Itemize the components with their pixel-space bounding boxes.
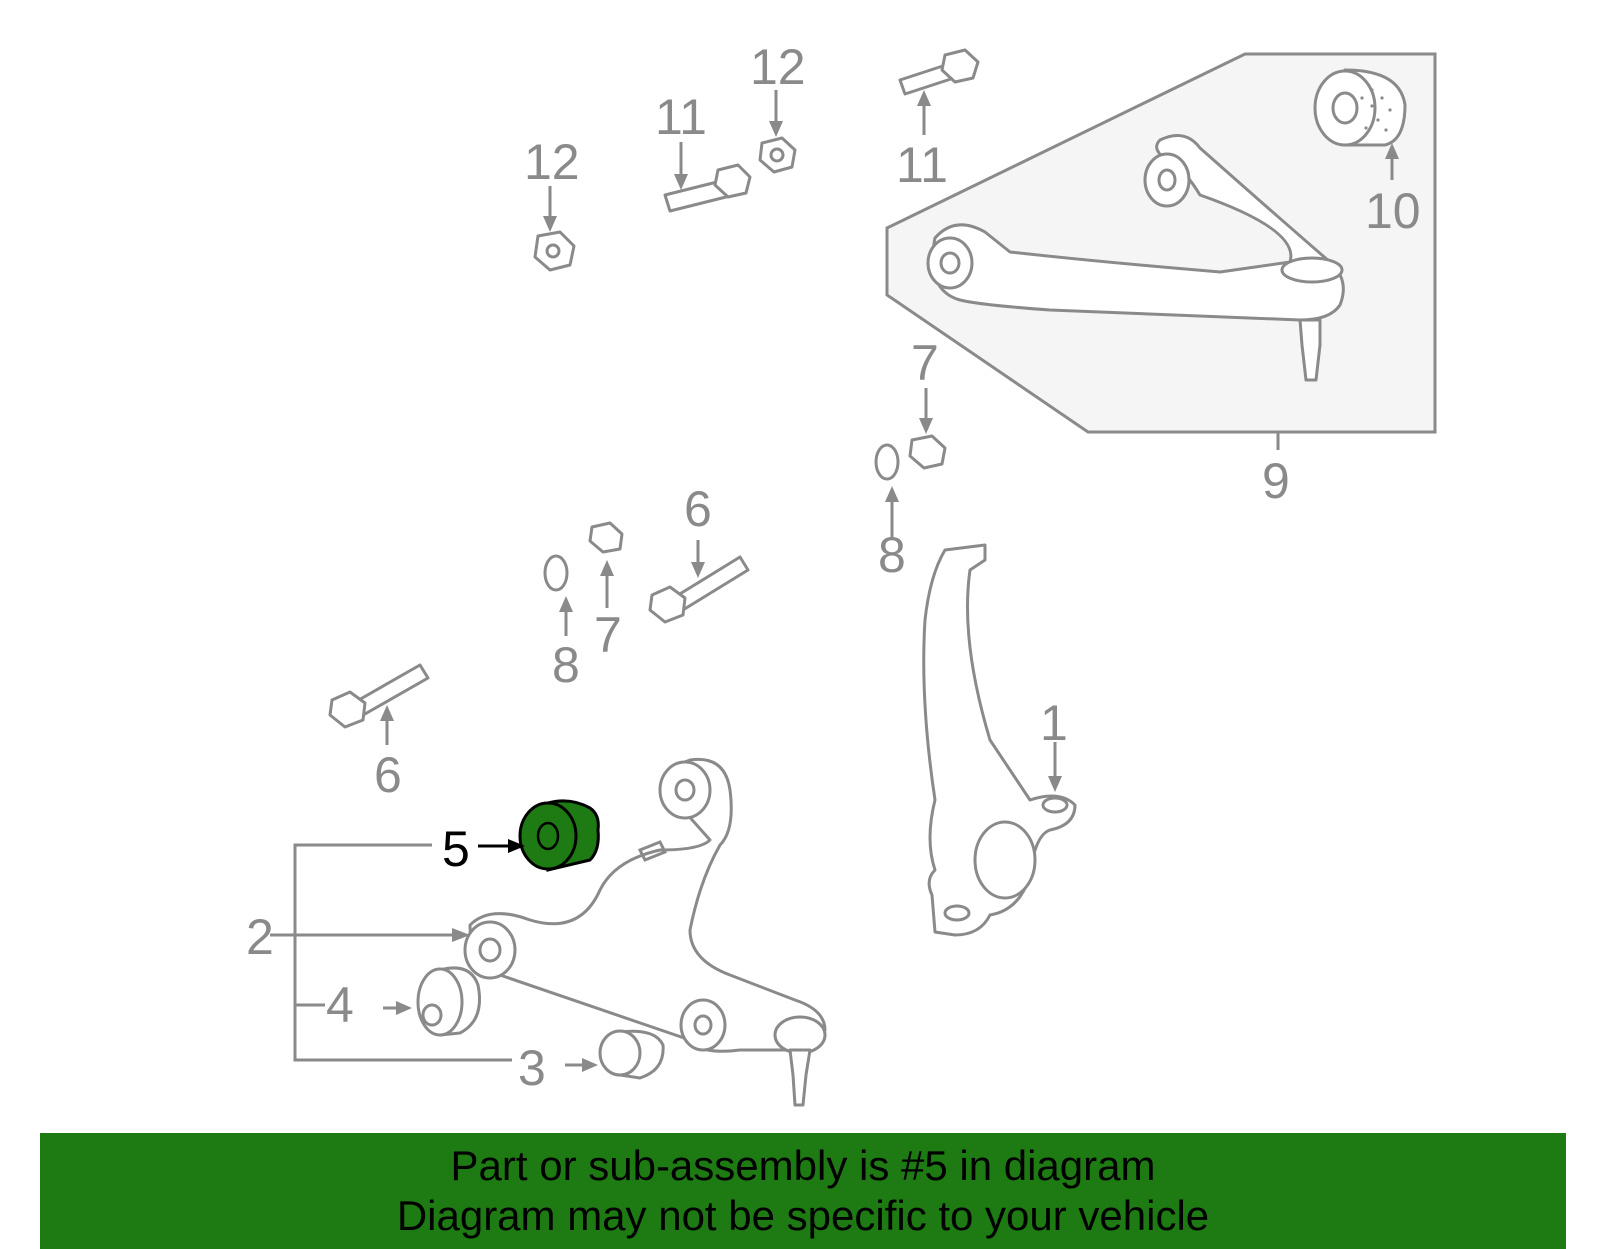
upper-ball-joint-top	[1280, 256, 1344, 284]
arrowhead-6-left	[380, 705, 394, 721]
lower-control-arm	[468, 757, 827, 1053]
arrowhead-5	[508, 839, 525, 853]
upper-arm-front-bushing-hole	[939, 251, 961, 275]
upper-bushing-10	[1313, 68, 1407, 147]
nut-12-left	[533, 230, 576, 272]
arrowhead-7-right	[919, 418, 933, 434]
arrowhead-4	[396, 1001, 412, 1015]
upper-arm-rear-bushing	[1143, 152, 1191, 208]
arrowhead-3	[582, 1058, 598, 1072]
nut-12-left-hole	[545, 243, 561, 259]
lower-arm-rear-bushing-hole	[674, 778, 696, 802]
bracket-line	[293, 843, 512, 1062]
callout-7-right: 7	[911, 335, 939, 391]
callout-8-right: 8	[878, 527, 906, 583]
callout-10: 10	[1365, 183, 1421, 239]
lower-arm-rear-bushing-eye	[658, 760, 712, 820]
upper-arm-rear-bushing-hole	[1157, 168, 1177, 192]
upper-control-arm	[931, 134, 1345, 322]
arrowhead-7-left	[600, 560, 614, 576]
arrowhead-8-left	[559, 596, 573, 612]
callout-4: 4	[326, 977, 354, 1033]
washer-8-left	[543, 554, 569, 592]
arrowhead-11-top	[917, 90, 931, 106]
arrowhead-11-left	[674, 174, 688, 190]
knuckle-upper-hole	[1041, 796, 1069, 814]
callout-3: 3	[518, 1040, 546, 1096]
callout-8-left: 8	[552, 637, 580, 693]
bolt-6-left	[328, 663, 430, 729]
callout-1: 1	[1040, 695, 1068, 751]
banner-line-1: Part or sub-assembly is #5 in diagram	[450, 1142, 1156, 1189]
lower-ball-joint	[773, 1015, 827, 1055]
lower-arm-front-bushing-hole	[478, 937, 502, 963]
lower-arm-mid-bushing-eye	[679, 998, 727, 1052]
bolt-11-left	[663, 163, 752, 213]
callout-9: 9	[1262, 453, 1290, 509]
callout-6-right: 6	[684, 481, 712, 537]
arrowhead-8-right	[885, 486, 899, 502]
callout-6-left: 6	[374, 747, 402, 803]
knuckle-hub-bore	[973, 820, 1037, 900]
upper-arm-group-box	[885, 52, 1437, 434]
steering-knuckle	[922, 543, 1077, 937]
washer-8-right	[874, 443, 900, 481]
lower-arm-mid-bushing-hole	[693, 1014, 713, 1036]
arrowhead-10	[1385, 143, 1399, 159]
banner-line-2: Diagram may not be specific to your vehi…	[396, 1192, 1210, 1239]
nut-12-right-hole	[769, 147, 785, 163]
bushing-5-highlighted	[518, 799, 600, 872]
callout-12-right: 12	[750, 39, 806, 95]
nut-12-right	[758, 136, 797, 174]
arrowhead-12-left	[543, 216, 557, 232]
callout-2: 2	[246, 909, 274, 965]
callout-11-left: 11	[655, 89, 707, 145]
lower-arm-front-bushing-eye	[463, 920, 517, 980]
arrowhead-1	[1048, 776, 1062, 792]
lower-ball-joint-stud	[788, 1048, 812, 1107]
callout-7-left: 7	[594, 607, 622, 663]
nut-7-left	[588, 521, 624, 554]
nut-7-right	[908, 434, 947, 470]
callout-5: 5	[442, 821, 470, 877]
upper-ball-joint-stud	[1298, 318, 1322, 382]
bushing-4	[416, 966, 481, 1037]
lower-arm-slot	[637, 840, 668, 862]
bolt-11-top	[898, 48, 980, 96]
callout-12-left: 12	[524, 134, 580, 190]
arrowhead-12-right	[769, 121, 783, 137]
bolt-6-right	[648, 555, 750, 624]
bushing-3	[598, 1029, 665, 1080]
callout-11-top: 11	[896, 137, 948, 193]
upper-arm-group	[885, 52, 1437, 434]
part-info-banner: Part or sub-assembly is #5 in diagram Di…	[40, 1133, 1566, 1249]
knuckle-lower-hole	[943, 904, 971, 922]
upper-arm-front-bushing	[926, 236, 974, 290]
arrowhead-6-right	[691, 562, 705, 578]
arrowhead-2	[452, 928, 470, 942]
